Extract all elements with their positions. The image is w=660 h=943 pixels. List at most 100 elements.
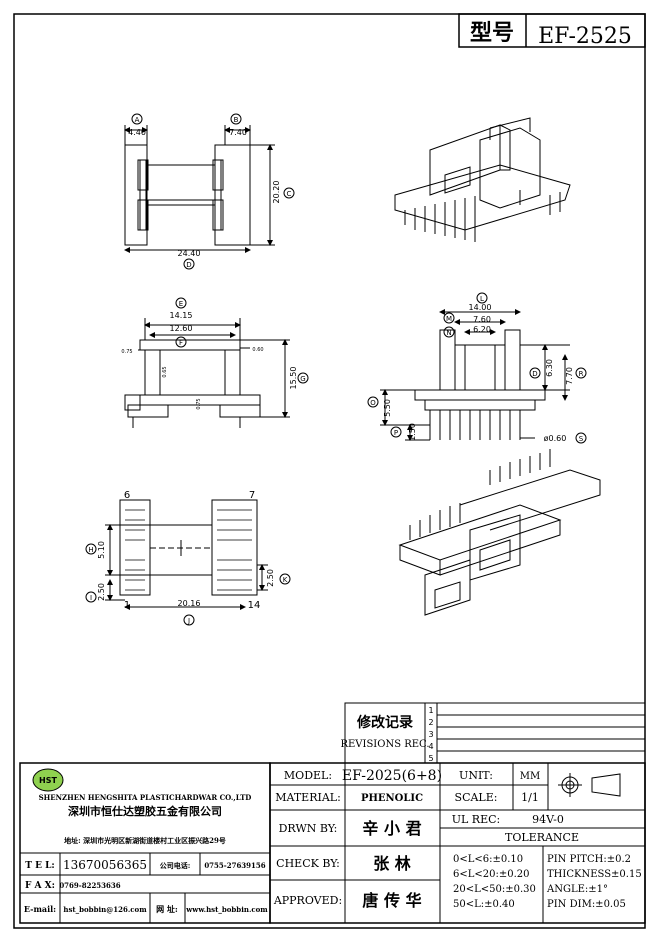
dim-C: 20.20 [272,181,281,204]
dim-L: 14.00 [469,303,492,312]
ulrec-value: 94V-0 [532,813,564,826]
company-address: 地址: 深圳市光明区新湖街道楼村工业区振兴路29号 [64,836,226,845]
tol2-line: ANGLE:±1° [546,884,608,895]
revisions-title-en: REVISIONS REC. [340,739,429,750]
dim-B: 7.40 [229,128,247,137]
approved-label: APPROVED: [273,894,342,907]
label-F: F [179,339,183,347]
approved-value: 唐 传 华 [362,891,421,910]
tol-line: 50<L:±0.40 [453,899,515,910]
rev-mark: 3 [428,730,433,739]
dim-F: 12.60 [170,324,193,333]
front-view [124,297,309,428]
label-G: G [300,375,305,383]
bottom-view [85,499,291,626]
dim-d1: 0.75 [121,349,132,355]
tol-line: 0<L<6:±0.10 [453,854,523,865]
dim-d2: 0.60 [252,347,263,353]
top-view [124,113,295,270]
label-D: D [186,261,191,269]
tel-value: 13670056365 [63,858,147,872]
dim-S: ø0.60 [544,434,567,443]
tolerance-label: TOLERANCE [505,831,579,844]
label-D2: D [532,370,537,378]
web-label: 网 址: [156,904,178,914]
unit-value: MM [520,771,540,782]
dim-K: 2.50 [266,569,275,587]
pin-14-label: 14 [248,600,261,611]
label-N: N [446,329,451,337]
dim-d4: 0.75 [196,398,202,409]
check-label: CHECK BY: [276,857,340,870]
spec-table [269,762,646,924]
tel-label: T E L: [25,861,54,871]
tol2-line: THICKNESS±0.15 [547,869,642,880]
dim-R: 7.70 [565,367,574,385]
pin-6-label: 6 [124,490,130,501]
dim-D2: 6.30 [545,359,554,377]
title-block: 型号 EF-2525 [458,13,646,49]
iso-view-top [394,117,571,242]
label-K: K [283,576,288,584]
dim-d3: 0.65 [162,366,168,377]
label-B: B [234,116,239,124]
dim-J: 20.16 [178,599,201,608]
dim-D: 24.40 [178,249,201,258]
dim-O: 5.50 [383,399,392,417]
company-tel-value: 0755-27639156 [204,861,265,870]
revisions-block [344,702,646,764]
fax-value: 0769-82253636 [59,881,120,890]
company-name-cn: 深圳市恒仕达塑胶五金有限公司 [68,804,222,818]
label-C: C [287,190,292,198]
pin-7-label: 7 [249,490,255,501]
drawn-value: 辛 小 君 [362,819,421,838]
rev-mark: 2 [428,718,433,727]
label-M: M [446,315,452,323]
label-E: E [179,300,183,308]
dim-M: 7.60 [473,315,491,324]
label-A: A [135,116,140,124]
label-L: L [480,295,484,303]
dim-N: 6.20 [473,325,491,334]
fax-label: F A X: [25,881,55,891]
rev-mark: 1 [428,706,433,715]
dim-G: 15.50 [289,367,298,390]
revisions-title-cn: 修改记录 [356,714,413,731]
logo-text: HST [39,776,57,785]
material-value: PHENOLIC [361,793,423,804]
tol2-line: PIN DIM:±0.05 [547,899,626,910]
material-label: MATERIAL: [275,791,341,804]
side-view [367,292,587,444]
tol-line: 6<L<20:±0.20 [453,869,530,880]
iso-view-bottom [398,449,601,616]
scale-value: 1/1 [521,791,539,804]
hst-logo [32,768,64,792]
pin-1-label: 1 [124,600,130,611]
model-value: EF-2025(6+8) [342,768,442,784]
email-value: hst_bobbin@126.com [63,905,147,914]
company-name-en: SHENZHEN HENGSHITA PLASTICHARDWAR CO.,LT… [39,793,252,802]
company-tel-label: 公司电话: [160,861,191,870]
label-H: H [88,546,93,554]
label-R: R [579,370,584,378]
rev-mark: 5 [428,754,433,763]
web-value: www.hst_bobbin.com [185,905,268,914]
drawn-label: DRWN BY: [279,822,338,835]
dim-E: 14.15 [170,311,193,320]
ulrec-label: UL REC: [452,813,501,826]
dim-A: 4.40 [128,128,146,137]
sheet-border [13,13,646,929]
tol2-line: PIN PITCH:±0.2 [547,854,631,865]
scale-label: SCALE: [455,791,498,804]
label-J: J [187,617,190,625]
email-label: E-mail: [24,904,56,914]
type-label: 型号 [470,20,514,46]
dim-P: 1.50 [408,423,417,441]
model-label: MODEL: [284,769,332,782]
tol-line: 20<L<50:±0.30 [453,884,536,895]
check-value: 张 林 [373,854,411,873]
rev-mark: 4 [428,742,433,751]
unit-label: UNIT: [459,769,493,782]
